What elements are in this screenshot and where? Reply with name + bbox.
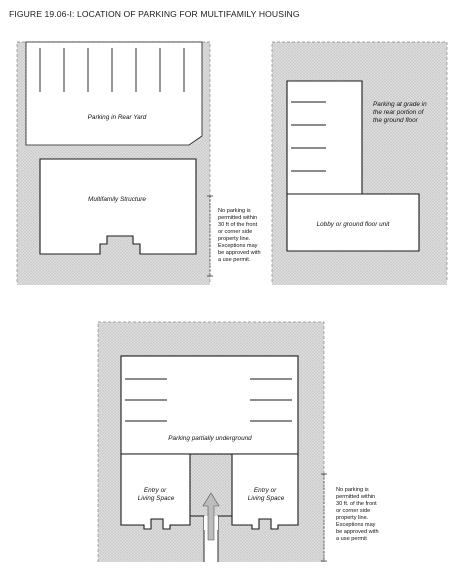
multifamily-structure-label: Multifamily Structure <box>88 196 146 203</box>
right-unit-label: Entry or Living Space <box>248 487 285 502</box>
panel-rear-yard: Parking in Rear Yard Multifamily Structu… <box>16 41 211 285</box>
setback-dimension-bottom <box>321 473 327 562</box>
driveway-arrow-icon <box>202 492 220 541</box>
underground-stall-lines <box>125 378 292 422</box>
panel-underground: Parking partially underground Entry or L… <box>97 321 325 562</box>
rear-yard-parking-label: Parking in Rear Yard <box>88 114 147 121</box>
rear-yard-parking-area <box>25 41 203 146</box>
setback-dimension-top <box>207 195 213 277</box>
parking-stall-lines <box>39 48 185 92</box>
underground-parking-label: Parking partially underground <box>168 435 252 442</box>
setback-note-bottom: No parking is permitted within 30 ft. of… <box>336 487 380 542</box>
at-grade-building <box>286 80 420 252</box>
left-unit-label: Entry or Living Space <box>138 487 175 502</box>
lot-outline-underground <box>97 321 325 562</box>
at-grade-stall-lines <box>291 101 326 172</box>
at-grade-parking-label: Parking at grade in the rear portion of … <box>373 101 428 124</box>
multifamily-structure <box>39 158 197 255</box>
underground-parking-area <box>120 355 299 455</box>
figure-title: FIGURE 19.06-I: LOCATION OF PARKING FOR … <box>9 9 300 19</box>
panel-at-grade: Parking at grade in the rear portion of … <box>271 41 448 285</box>
lot-outline-at-grade <box>271 41 448 282</box>
left-unit <box>120 453 191 530</box>
setback-note-top: No parking is permitted within 30 ft of … <box>218 208 262 263</box>
right-unit <box>231 453 299 530</box>
lobby-label: Lobby or ground floor unit <box>317 221 390 228</box>
